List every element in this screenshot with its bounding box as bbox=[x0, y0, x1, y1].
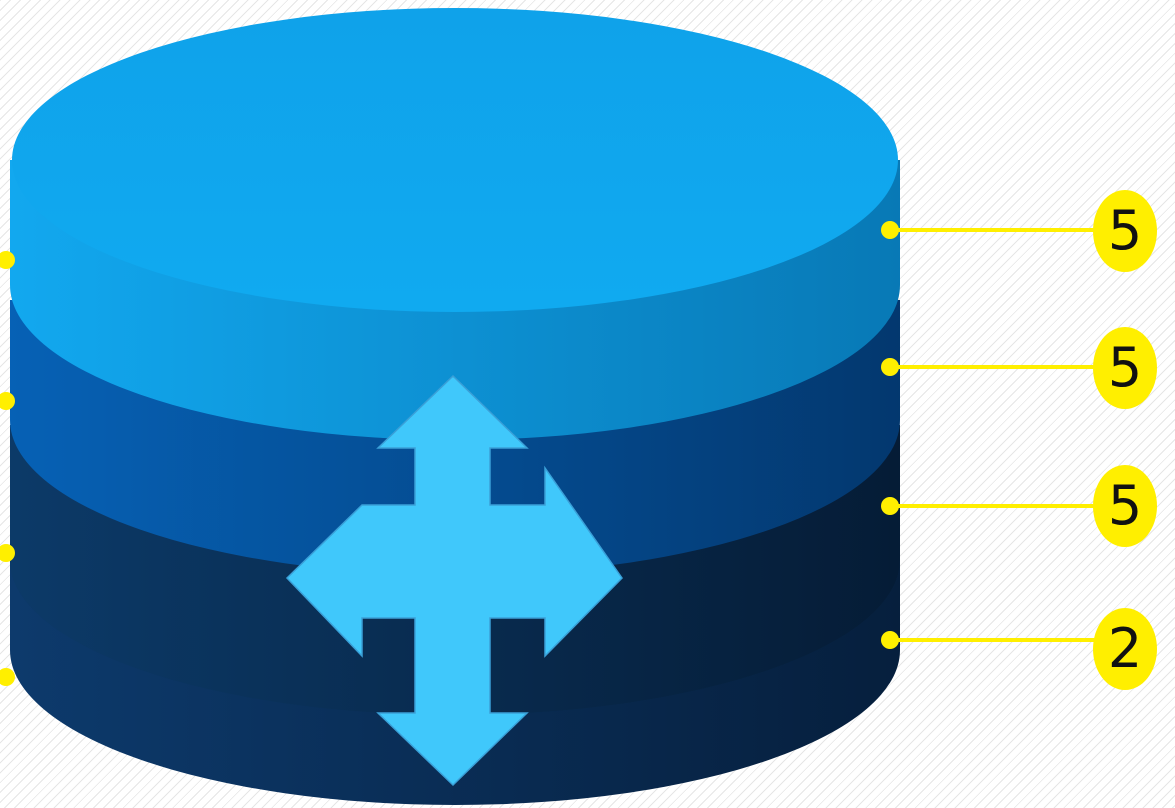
cylinder-layer-1 bbox=[10, 8, 900, 440]
cylinder-top-face bbox=[12, 8, 898, 312]
layer-1-badge-text: 5 bbox=[1107, 199, 1143, 262]
layer-3-badge: 5 bbox=[1093, 465, 1157, 547]
four-way-move-arrow-icon bbox=[285, 374, 623, 787]
layer-4-badge-text: 2 bbox=[1107, 617, 1143, 680]
layer-1-badge: 5 bbox=[1093, 190, 1157, 272]
layer-3-badge-text: 5 bbox=[1107, 474, 1143, 537]
right-connectors bbox=[881, 221, 1100, 649]
layer-2-badge: 5 bbox=[1093, 327, 1157, 409]
layer-4-badge: 2 bbox=[1093, 608, 1157, 690]
left-connector-dots bbox=[0, 251, 15, 686]
layer-2-badge-text: 5 bbox=[1107, 336, 1143, 399]
